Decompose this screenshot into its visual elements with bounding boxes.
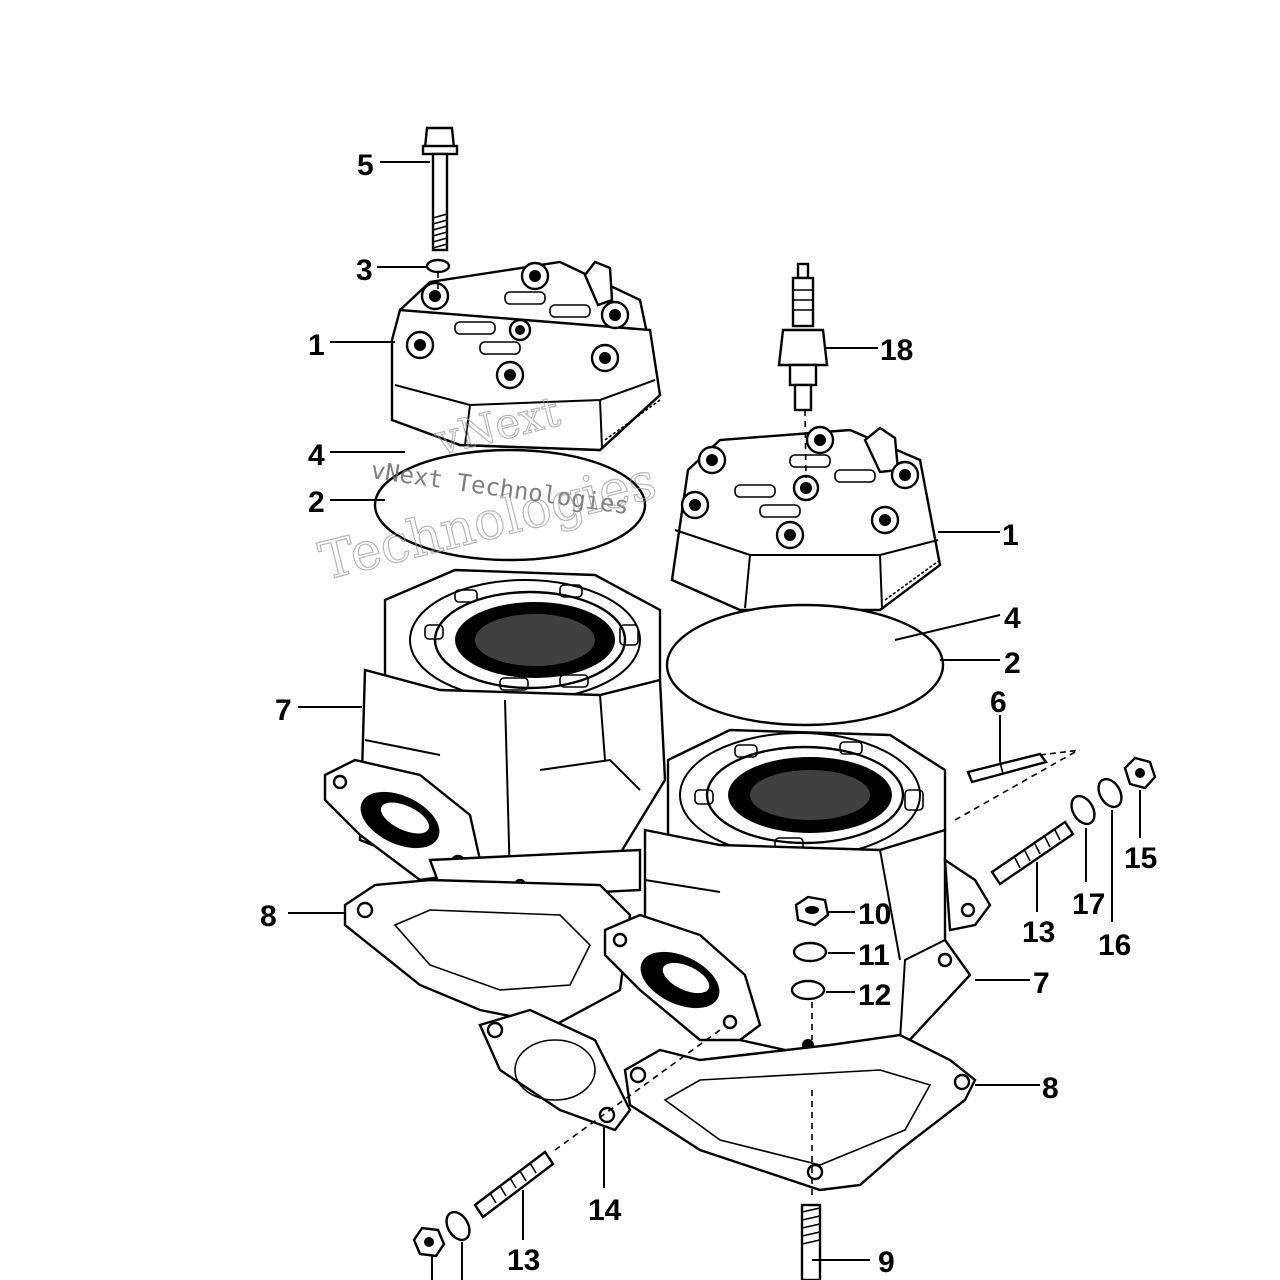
callout-10: 10 [858,898,891,931]
spark-plug [777,262,829,412]
callout-11: 11 [858,939,890,972]
callout-18: 18 [880,334,913,367]
exhaust-stud-left [473,1150,555,1219]
callout-4-right: 4 [1004,602,1021,635]
dowel-pin [966,749,1081,784]
stud-washer-left [445,1210,471,1242]
stud-washer-flat [1070,794,1096,826]
base-stud [800,1203,822,1280]
bolt-washer [425,258,451,274]
base-gasket-right [623,1033,977,1192]
callout-16: 16 [1098,929,1131,962]
cylinder-head-right [670,425,942,612]
flange-nut [794,895,830,927]
watermark: vNext vNext Technologies Technologies [313,386,663,593]
head-bolt [421,126,459,252]
base-gasket-left [343,878,632,1132]
callout-12: 12 [858,979,891,1012]
callout-3: 3 [356,254,373,287]
callout-17: 17 [1072,888,1105,921]
exhaust-stud-right [990,820,1075,886]
head-gasket-right [665,603,945,727]
callout-6: 6 [990,686,1007,719]
callout-13-left: 13 [507,1244,540,1277]
callout-8-right: 8 [1042,1072,1059,1105]
cylinder-left [323,568,667,902]
callout-9: 9 [878,1246,895,1279]
callout-7-left: 7 [275,694,292,727]
stud-washer-lock [1097,777,1123,809]
stud-nut-right [1123,756,1157,790]
callout-4-left: 4 [308,439,325,472]
cylinder-head-left [390,260,662,452]
callout-2-left: 2 [308,486,325,519]
callout-5: 5 [357,149,374,182]
callout-7-right: 7 [1033,967,1050,1000]
callout-15: 15 [1124,842,1157,875]
callout-8-left: 8 [260,900,277,933]
callout-13-right: 13 [1022,916,1055,949]
callout-14: 14 [588,1194,622,1227]
callout-1-left-head: 1 [308,329,325,362]
lock-washer [790,979,826,1001]
stud-nut-left [412,1226,446,1258]
head-gasket-left [373,448,647,562]
flat-washer [792,941,828,963]
callout-2-right: 2 [1004,647,1021,680]
callout-1-right-head: 1 [1002,519,1019,552]
cylinder-right [603,728,992,1062]
